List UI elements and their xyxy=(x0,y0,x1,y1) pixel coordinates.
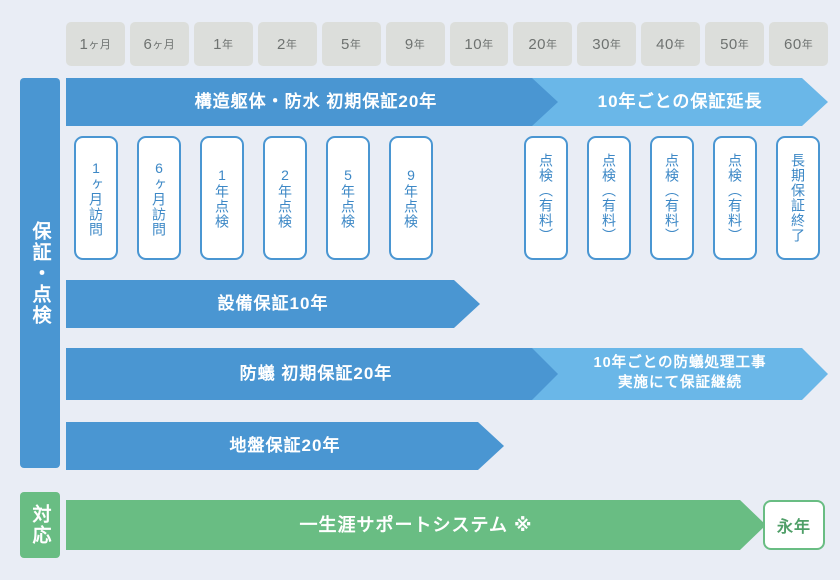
inspection-card-label: 2年点検 xyxy=(277,167,293,229)
badge-eternal: 永年 xyxy=(763,500,825,550)
tick-unit: 年 xyxy=(413,39,426,51)
tick-number: 9 xyxy=(404,35,414,53)
inspection-card-1month-visit: 1ヶ月訪問 xyxy=(74,136,118,260)
inspection-card-5year: 5年点検 xyxy=(326,136,370,260)
inspection-card-label: 1年点検 xyxy=(214,167,230,229)
tick-unit: 年 xyxy=(482,39,494,51)
inspection-card-label: 6ヶ月訪問 xyxy=(151,159,167,237)
tick-unit: 年 xyxy=(285,39,298,51)
bar-structure-waterproof-warranty: 構造躯体・防水 初期保証20年 xyxy=(66,78,566,126)
bar-lifetime-support-system: 一生涯サポートシステム ※ xyxy=(66,500,766,550)
tick-number: 1 xyxy=(79,35,89,53)
tick-number: 5 xyxy=(340,35,350,53)
tick-unit: 年 xyxy=(801,39,814,51)
bar-label: 防蟻 初期保証20年 xyxy=(239,363,393,383)
tick-unit: 年 xyxy=(221,39,234,51)
inspection-card-label: 点検（有料） xyxy=(664,153,680,243)
tick-unit: 年 xyxy=(609,39,622,51)
bar-label: 一生涯サポートシステム ※ xyxy=(299,514,533,535)
bar-termite-warranty: 防蟻 初期保証20年 xyxy=(66,348,566,400)
inspection-card-paid-50year: 点検（有料） xyxy=(713,136,757,260)
bar-termite-warranty-continuation: 10年ごとの防蟻処理工事 実施にて保証継続 xyxy=(532,348,828,400)
inspection-card-label: 点検（有料） xyxy=(727,153,743,243)
tick-number: 1 xyxy=(213,35,222,53)
inspection-card-1year: 1年点検 xyxy=(200,136,244,260)
inspection-card-paid-20year: 点検（有料） xyxy=(524,136,568,260)
inspection-card-label: 点検（有料） xyxy=(601,153,617,243)
category-label-support: 対応 xyxy=(20,492,60,558)
bar-label-line2: 実施にて保証継続 xyxy=(617,375,742,391)
inspection-card-paid-30year: 点検（有料） xyxy=(587,136,631,260)
tick-unit: ヶ月 xyxy=(152,39,176,51)
inspection-card-6month-visit: 6ヶ月訪問 xyxy=(137,136,181,260)
bar-label-line1: 10年ごとの防蟻処理工事 xyxy=(593,355,767,372)
tick-unit: 年 xyxy=(349,39,362,51)
bar-label: 10年ごとの保証延長 xyxy=(597,91,763,111)
inspection-card-label: 長期保証終了 xyxy=(790,153,806,243)
inspection-card-label: 5年点検 xyxy=(340,167,356,229)
tick-unit: 年 xyxy=(673,39,686,51)
tick-number: 10 xyxy=(464,35,483,53)
tick-unit: 年 xyxy=(737,39,750,51)
tick-number: 40 xyxy=(656,35,674,53)
inspection-card-paid-40year: 点検（有料） xyxy=(650,136,694,260)
bar-warranty-extension-every-10-years: 10年ごとの保証延長 xyxy=(532,78,828,126)
bar-equipment-warranty: 設備保証10年 xyxy=(66,280,480,328)
bar-label: 地盤保証20年 xyxy=(229,435,341,455)
tick-unit: ヶ月 xyxy=(88,39,112,51)
tick-number: 60 xyxy=(784,35,802,53)
tick-number: 50 xyxy=(720,35,738,53)
bar-label: 構造躯体・防水 初期保証20年 xyxy=(194,91,438,111)
inspection-card-label: 1ヶ月訪問 xyxy=(88,159,104,237)
bar-ground-warranty: 地盤保証20年 xyxy=(66,422,504,470)
inspection-card-2year: 2年点検 xyxy=(263,136,307,260)
tick-number: 20 xyxy=(528,35,546,53)
tick-number: 30 xyxy=(592,35,610,53)
tick-number: 6 xyxy=(143,35,153,53)
inspection-card-long-term-warranty-end: 長期保証終了 xyxy=(776,136,820,260)
category-label-warranty-inspection: 保証・点検 xyxy=(20,78,60,468)
inspection-card-label: 9年点検 xyxy=(403,167,419,229)
inspection-card-9year: 9年点検 xyxy=(389,136,433,260)
bar-label: 10年ごとの防蟻処理工事 実施にて保証継続 xyxy=(594,354,767,393)
tick-number: 2 xyxy=(277,35,286,53)
bar-label: 設備保証10年 xyxy=(217,293,329,313)
inspection-card-label: 点検（有料） xyxy=(538,153,554,243)
tick-unit: 年 xyxy=(546,39,558,51)
